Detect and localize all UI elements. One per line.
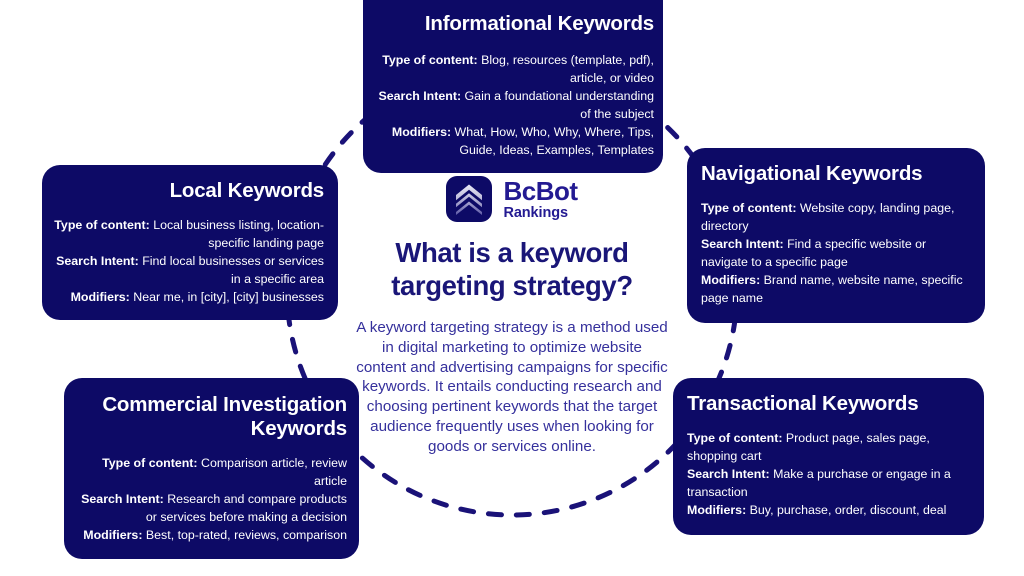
label-type-of-content: Type of content:	[701, 200, 797, 215]
brand-wordmark: BcBot Rankings	[503, 175, 578, 221]
brand-logo[interactable]: BcBot Rankings	[352, 176, 672, 222]
value-modifiers: Buy, purchase, order, discount, deal	[749, 503, 947, 518]
row-modifiers: Modifiers: Best, top-rated, reviews, com…	[76, 526, 347, 544]
value-search-intent: Make a purchase or engage in a transacti…	[687, 466, 951, 500]
label-modifiers: Modifiers:	[70, 290, 130, 305]
brand-name: BcBot	[503, 175, 578, 206]
value-type-of-content: Local business listing, location-specifi…	[153, 217, 324, 250]
value-type-of-content: Blog, resources (template, pdf), article…	[481, 52, 654, 85]
page-title: What is a keyword targeting strategy?	[391, 237, 633, 301]
value-search-intent: Find local businesses or services in a s…	[142, 253, 324, 287]
card-details: Type of content: Comparison article, rev…	[76, 454, 347, 545]
value-search-intent: Research and compare products or service…	[145, 491, 347, 524]
value-search-intent: Gain a foundational understanding of the…	[464, 88, 654, 122]
label-type-of-content: Type of content:	[382, 52, 478, 67]
value-modifiers: Near me, in [city], [city] businesses	[133, 290, 324, 305]
center-content: BcBot Rankings What is a keyword targeti…	[352, 176, 672, 456]
row-modifiers: Modifiers: What, How, Who, Why, Where, T…	[375, 123, 654, 159]
page-description: A keyword targeting strategy is a method…	[356, 319, 668, 455]
label-search-intent: Search Intent:	[701, 236, 784, 251]
value-search-intent: Find a specific website or navigate to a…	[701, 236, 927, 270]
row-type-of-content: Type of content: Product page, sales pag…	[687, 429, 972, 465]
chevron-stack-icon	[446, 176, 493, 222]
row-search-intent: Search Intent: Gain a foundational under…	[375, 87, 654, 123]
label-search-intent: Search Intent:	[81, 491, 164, 506]
label-modifiers: Modifiers:	[83, 527, 143, 542]
row-search-intent: Search Intent: Research and compare prod…	[76, 490, 347, 526]
value-modifiers: What, How, Who, Why, Where, Tips, Guide,…	[454, 125, 654, 158]
card-title: Informational Keywords	[424, 12, 654, 35]
label-type-of-content: Type of content:	[54, 217, 150, 232]
row-search-intent: Search Intent: Find a specific website o…	[701, 235, 973, 271]
card-title: Local Keywords	[169, 179, 325, 202]
row-type-of-content: Type of content: Blog, resources (templa…	[375, 51, 654, 87]
row-type-of-content: Type of content: Website copy, landing p…	[701, 199, 973, 235]
card-title: Navigational Keywords	[701, 162, 923, 185]
row-type-of-content: Type of content: Local business listing,…	[54, 216, 324, 252]
label-type-of-content: Type of content:	[102, 455, 198, 470]
value-type-of-content: Comparison article, review article	[201, 455, 347, 488]
row-type-of-content: Type of content: Comparison article, rev…	[76, 454, 347, 490]
label-search-intent: Search Intent:	[378, 88, 462, 103]
row-modifiers: Modifiers: Near me, in [city], [city] bu…	[54, 288, 324, 306]
value-modifiers: Brand name, website name, specific page …	[701, 273, 963, 306]
row-search-intent: Search Intent: Make a purchase or engage…	[687, 465, 972, 501]
card-navigational-keywords[interactable]: Navigational Keywords Type of content: W…	[687, 148, 985, 324]
value-type-of-content: Product page, sales page, shopping cart	[687, 430, 930, 463]
card-details: Type of content: Local business listing,…	[54, 216, 324, 307]
card-commercial-investigation-keywords[interactable]: Commercial Investigation Keywords Type o…	[64, 378, 359, 560]
label-modifiers: Modifiers:	[687, 503, 747, 518]
card-title: Commercial Investigation Keywords	[102, 393, 347, 440]
label-search-intent: Search Intent:	[56, 253, 139, 268]
label-modifiers: Modifiers:	[391, 125, 452, 140]
card-transactional-keywords[interactable]: Transactional Keywords Type of content: …	[673, 378, 984, 536]
card-title: Transactional Keywords	[687, 392, 919, 415]
row-search-intent: Search Intent: Find local businesses or …	[54, 252, 324, 288]
value-type-of-content: Website copy, landing page, directory	[701, 200, 955, 233]
card-details: Type of content: Blog, resources (templa…	[375, 51, 654, 160]
card-informational-keywords[interactable]: Informational Keywords Type of content: …	[363, 0, 663, 174]
value-modifiers: Best, top-rated, reviews, comparison	[145, 527, 347, 542]
card-local-keywords[interactable]: Local Keywords Type of content: Local bu…	[42, 165, 338, 321]
card-details: Type of content: Product page, sales pag…	[687, 429, 972, 520]
label-search-intent: Search Intent:	[687, 466, 770, 481]
row-modifiers: Modifiers: Buy, purchase, order, discoun…	[687, 501, 972, 519]
brand-subtitle: Rankings	[503, 204, 568, 221]
card-details: Type of content: Website copy, landing p…	[701, 199, 973, 308]
row-modifiers: Modifiers: Brand name, website name, spe…	[701, 271, 973, 307]
label-modifiers: Modifiers:	[701, 273, 761, 288]
label-type-of-content: Type of content:	[687, 430, 783, 445]
